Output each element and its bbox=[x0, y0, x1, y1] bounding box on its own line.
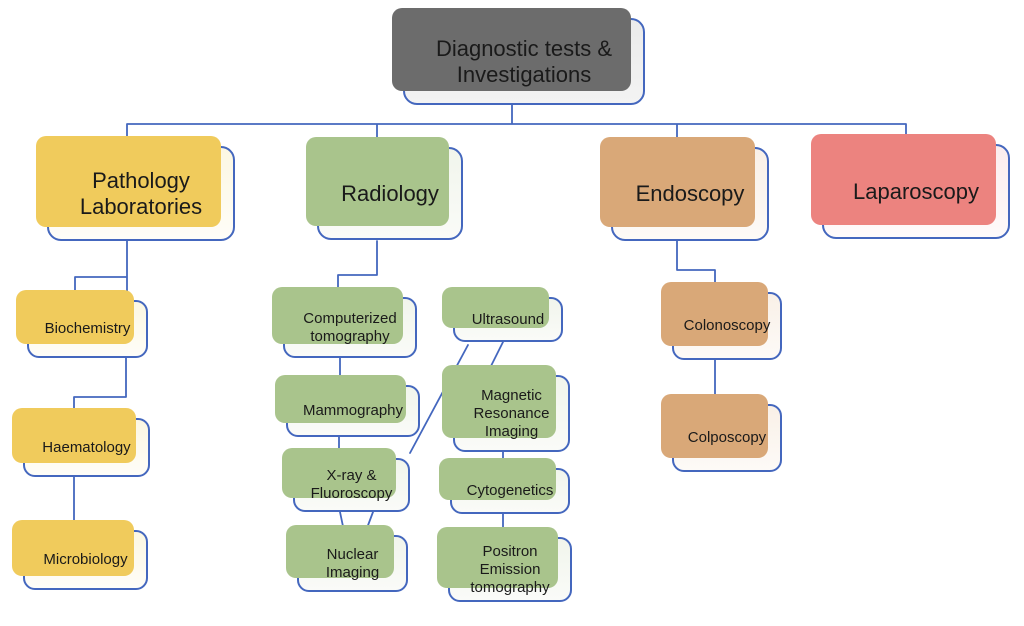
node-colonoscopy: Colonoscopy bbox=[661, 282, 782, 360]
node-microbiology: Microbiology bbox=[12, 520, 148, 590]
node-xray-fluoroscopy-label: X-ray & Fluoroscopy bbox=[310, 467, 393, 502]
node-haematology-label: Haematology bbox=[42, 438, 131, 456]
node-microbiology-label: Microbiology bbox=[43, 551, 128, 568]
node-endoscopy: Endoscopy bbox=[600, 137, 769, 241]
node-nuclear-imaging: Nuclear Imaging bbox=[286, 525, 408, 592]
node-colposcopy: Colposcopy bbox=[661, 394, 782, 472]
node-root: Diagnostic tests & Investigations bbox=[392, 8, 645, 105]
node-pet-label: Positron Emission tomography bbox=[470, 542, 550, 596]
node-ultrasound-label: Ultrasound bbox=[471, 310, 545, 328]
node-haematology: Haematology bbox=[12, 408, 150, 477]
node-colposcopy-label: Colposcopy bbox=[687, 429, 767, 446]
node-nuclear-imaging-label: Nuclear Imaging bbox=[325, 545, 380, 581]
node-radiology: Radiology bbox=[306, 137, 463, 240]
node-cytogenetics: Cytogenetics bbox=[439, 458, 570, 514]
node-computerized-tomography: Computerized tomography bbox=[272, 287, 417, 358]
node-cytogenetics-label: Cytogenetics bbox=[466, 482, 554, 499]
node-laparoscopy: Laparoscopy bbox=[811, 134, 1010, 239]
node-biochemistry-label: Biochemistry bbox=[44, 320, 131, 337]
node-mammography: Mammography bbox=[275, 375, 420, 437]
node-pathology-label: Pathology Laboratories bbox=[79, 167, 203, 219]
node-laparoscopy-label: Laparoscopy bbox=[853, 178, 979, 204]
node-colonoscopy-label: Colonoscopy bbox=[683, 317, 771, 334]
node-mri-label: Magnetic Resonance Imaging bbox=[473, 386, 550, 440]
node-ultrasound: Ultrasound bbox=[442, 287, 563, 342]
node-mammography-label: Mammography bbox=[302, 402, 404, 419]
node-mri: Magnetic Resonance Imaging bbox=[442, 365, 570, 452]
node-pet: Positron Emission tomography bbox=[437, 527, 572, 602]
node-computerized-tomography-label: Computerized tomography bbox=[303, 309, 397, 345]
node-endoscopy-label: Endoscopy bbox=[635, 181, 745, 207]
node-biochemistry: Biochemistry bbox=[16, 290, 148, 358]
node-root-label: Diagnostic tests & Investigations bbox=[435, 35, 613, 87]
node-pathology-laboratories: Pathology Laboratories bbox=[36, 136, 235, 241]
node-xray-fluoroscopy: X-ray & Fluoroscopy bbox=[282, 448, 410, 512]
node-radiology-label: Radiology bbox=[341, 180, 439, 206]
